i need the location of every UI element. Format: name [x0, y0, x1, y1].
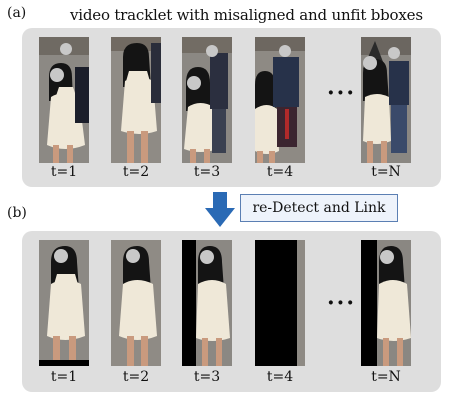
time-label-tn: t=N	[371, 164, 401, 180]
time-label-t4: t=4	[266, 164, 294, 180]
aligned-frames-ellipsis: ···	[327, 290, 356, 316]
tracklet-frame-3	[182, 37, 232, 163]
time-label-t3: t=3	[193, 164, 221, 180]
aligned-frame-n	[361, 240, 411, 366]
aligned-frame-4	[255, 240, 305, 366]
aligned-time-label-t3: t=3	[193, 369, 221, 385]
time-label-t2: t=2	[122, 164, 150, 180]
tracklet-frame-n	[361, 37, 411, 163]
aligned-time-label-t1: t=1	[50, 369, 78, 385]
aligned-time-label-t4: t=4	[266, 369, 294, 385]
panel-b-label: (b)	[7, 205, 27, 221]
aligned-frame-2	[111, 240, 161, 366]
down-arrow-icon	[205, 192, 235, 232]
tracklet-frame-1	[39, 37, 89, 163]
redetect-link-box: re-Detect and Link	[240, 194, 398, 222]
panel-a-title: video tracklet with misaligned and unfit…	[70, 6, 423, 24]
aligned-frame-1	[39, 240, 89, 366]
panel-a-label: (a)	[7, 5, 27, 21]
aligned-frame-3	[182, 240, 232, 366]
tracklet-frame-2	[111, 37, 161, 163]
time-label-t1: t=1	[50, 164, 78, 180]
frames-ellipsis: ···	[327, 80, 356, 106]
aligned-time-label-tn: t=N	[371, 369, 401, 385]
tracklet-frame-4	[255, 37, 305, 163]
aligned-time-label-t2: t=2	[122, 369, 150, 385]
